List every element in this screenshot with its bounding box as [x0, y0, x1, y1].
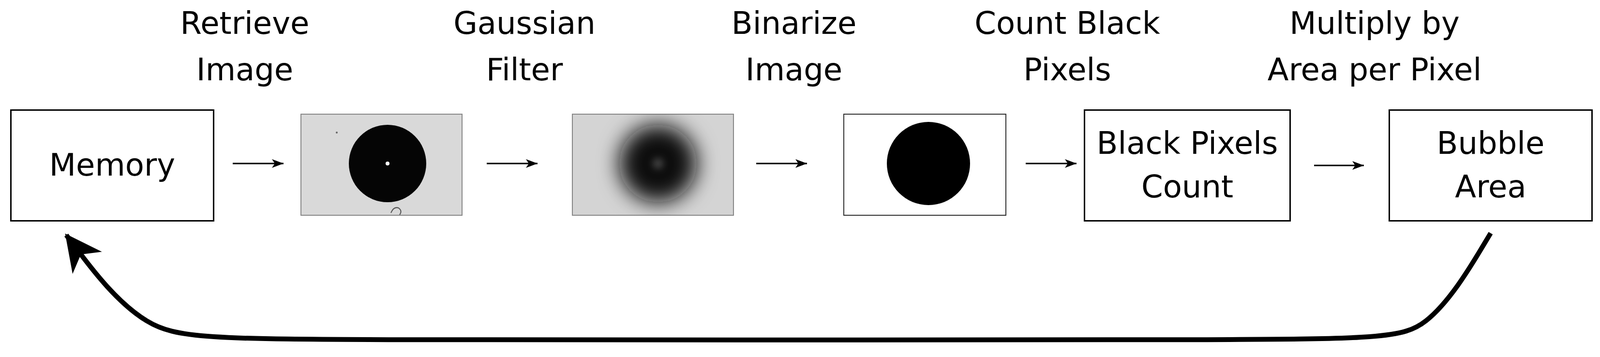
bubble-shape [348, 124, 427, 203]
step-label: Retrieve Image [172, 0, 318, 93]
image-frame [300, 114, 463, 216]
step-arrow [756, 163, 808, 165]
process-box: Black Pixels Count [1083, 109, 1291, 222]
box-text: Black Pixels Count [1090, 121, 1285, 209]
blurred-bubble [619, 124, 697, 203]
flow-arrow [1314, 164, 1364, 167]
binary-image [843, 114, 1006, 216]
step-label: Count Black Pixels [960, 0, 1174, 93]
step-label: Gaussian Filter [442, 0, 607, 93]
image-frame [843, 114, 1006, 216]
box-text: Memory [49, 143, 176, 188]
image-speck [335, 131, 338, 134]
step-arrow [486, 163, 538, 165]
bubble-highlight [385, 161, 390, 166]
box-text: Bubble Area [1418, 121, 1564, 209]
step-label: Multiply by Area per Pixel [1258, 0, 1491, 93]
process-box: Memory [10, 109, 215, 222]
raw-image [300, 114, 463, 216]
step-label: Binarize Image [721, 0, 867, 93]
step-arrow [232, 163, 284, 165]
step-arrows [232, 163, 1077, 165]
filtered-image [572, 114, 734, 216]
feedback-arrow [66, 233, 1491, 341]
bubble-shape [886, 121, 971, 206]
image-artifact [390, 207, 402, 215]
process-box: Bubble Area [1388, 109, 1593, 222]
image-frame [572, 114, 734, 216]
step-arrow [1025, 163, 1077, 165]
bubble-highlight [653, 158, 663, 169]
